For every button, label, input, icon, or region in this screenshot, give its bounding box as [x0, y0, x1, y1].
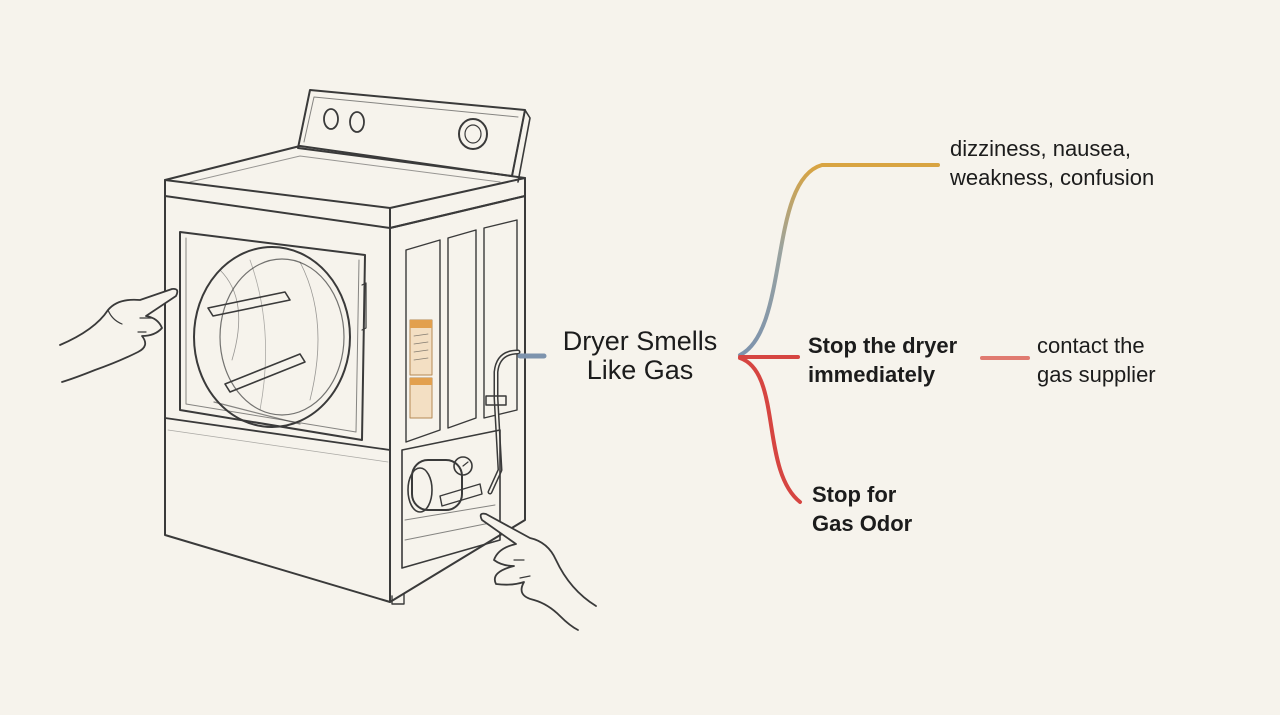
- knob-icon: [323, 108, 339, 130]
- dryer-front: [164, 195, 391, 603]
- dial-icon: [458, 118, 488, 150]
- dryer-drum: [193, 246, 351, 428]
- central-topic-line2: Like Gas: [586, 355, 694, 385]
- branch-contact-supplier: contact the gas supplier: [1037, 331, 1156, 389]
- branch-symptoms: dizziness, nausea, weakness, confusion: [950, 134, 1154, 192]
- branch-contact-line2: gas supplier: [1037, 362, 1156, 387]
- branch-contact-line1: contact the: [1037, 333, 1145, 358]
- branch-stop-odor-line1: Stop for: [812, 482, 897, 507]
- access-opening: [401, 429, 501, 569]
- connector-topic-to-stop-odor: [738, 356, 802, 504]
- control-panel: [297, 89, 531, 183]
- gas-pipe: [487, 349, 521, 495]
- right-pointing-hand: [479, 512, 597, 631]
- left-pointing-hand: [59, 287, 179, 383]
- dryer-door: [179, 231, 366, 441]
- branch-stop-dryer-line1: Stop the dryer: [808, 333, 958, 358]
- gauge-icon: [453, 456, 473, 476]
- connector-topic-to-symptoms: [738, 163, 940, 357]
- branch-stop-dryer: Stop the dryer immediately: [808, 331, 957, 389]
- central-topic: Dryer Smells Like Gas: [548, 327, 732, 385]
- knob-icon: [349, 111, 365, 133]
- drum-baffle: [207, 291, 291, 317]
- dryer-top: [164, 145, 526, 209]
- dryer-illustration: [164, 89, 531, 605]
- gas-valve: [411, 459, 463, 511]
- branch-stop-odor-line2: Gas Odor: [812, 511, 913, 536]
- drum-baffle: [224, 353, 306, 393]
- branch-symptoms-line2: weakness, confusion: [950, 165, 1155, 190]
- warning-label: [409, 319, 433, 376]
- branch-stop-dryer-line2: immediately: [808, 362, 936, 387]
- central-topic-line1: Dryer Smells: [562, 326, 718, 356]
- branch-stop-odor: Stop for Gas Odor: [812, 480, 912, 538]
- branch-symptoms-line1: dizziness, nausea,: [950, 136, 1131, 161]
- mindmap-connectors: [517, 163, 1030, 504]
